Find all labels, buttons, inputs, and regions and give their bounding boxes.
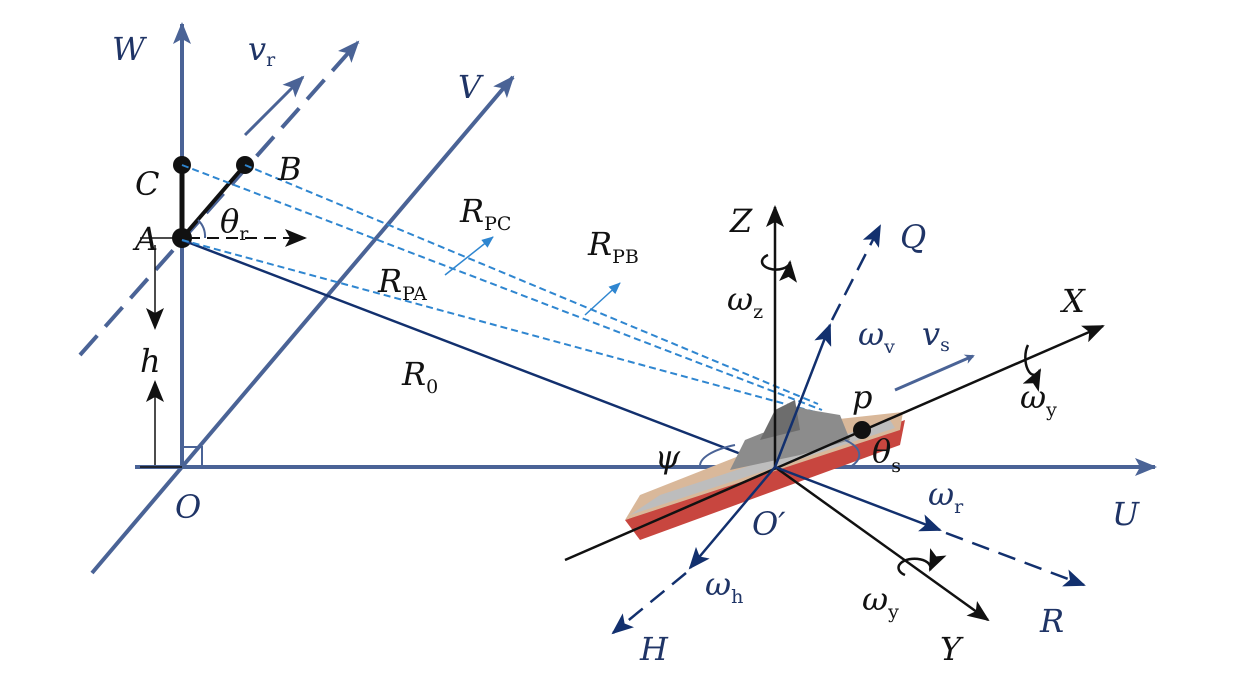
- c-label: C: [135, 165, 159, 203]
- omega-r-label: ωr: [928, 475, 964, 518]
- rpc-label: RPC: [459, 192, 511, 235]
- rotation-y-icon: [897, 548, 947, 577]
- theta-r-label: θr: [220, 202, 249, 245]
- ship-axes: [564, 205, 1105, 635]
- y-label: Y: [940, 630, 964, 668]
- q-axis: [773, 323, 832, 468]
- h-axis-label: H: [639, 630, 669, 668]
- w-label: W: [112, 30, 148, 68]
- x-axis: [564, 324, 1105, 562]
- rpa-line: [181, 239, 816, 413]
- psi-label: ψ: [655, 438, 681, 476]
- o-prime-label: O′: [752, 505, 786, 543]
- rpc-line: [181, 164, 823, 411]
- theta-s-label: θs: [872, 432, 901, 477]
- r0-line: [181, 238, 776, 469]
- ship-image: [625, 400, 905, 540]
- rotation-x-icon: [1022, 344, 1042, 392]
- rpb-line: [244, 164, 819, 405]
- point-a: [172, 228, 192, 248]
- p-label: p: [852, 378, 872, 416]
- point-p: [853, 421, 871, 439]
- x-label: X: [1059, 282, 1086, 320]
- b-label: B: [277, 150, 302, 188]
- o-label: O: [175, 488, 201, 526]
- omega-y-label-y: ωy: [862, 580, 899, 623]
- r0-label: R0: [401, 355, 438, 398]
- r-axis: [774, 465, 942, 532]
- theta-r-arc: [197, 219, 207, 239]
- vs-label: vs: [922, 315, 950, 356]
- vr-arrow: [243, 75, 305, 137]
- rotation-z-icon: [760, 253, 797, 283]
- omega-z-label: ωz: [727, 280, 763, 323]
- range-lines: [181, 164, 823, 469]
- vr-label: vr: [248, 30, 276, 71]
- a-label: A: [132, 220, 158, 258]
- theta-s-arc: [844, 439, 861, 468]
- r-label: R: [1039, 602, 1064, 640]
- omega-h-label: ωh: [705, 565, 743, 608]
- rpa-label: RPA: [377, 262, 427, 305]
- v-axis: [90, 75, 515, 575]
- psi-arc: [698, 444, 736, 468]
- h-label: h: [140, 342, 161, 380]
- omega-y-label-x: ωy: [1020, 378, 1057, 421]
- q-label: Q: [900, 218, 926, 256]
- omega-v-label: ωv: [858, 315, 895, 358]
- rpb-label: RPB: [587, 225, 639, 268]
- radar-parallel-dashed-axis: [78, 40, 360, 357]
- h-axis: [688, 466, 776, 570]
- vs-arrow: [894, 354, 975, 392]
- ground-axes: [78, 22, 1157, 575]
- v-label: V: [458, 68, 484, 106]
- y-axis: [774, 465, 990, 622]
- z-label: Z: [729, 202, 753, 240]
- right-angle-mark: [181, 446, 203, 468]
- u-label: U: [1112, 495, 1140, 533]
